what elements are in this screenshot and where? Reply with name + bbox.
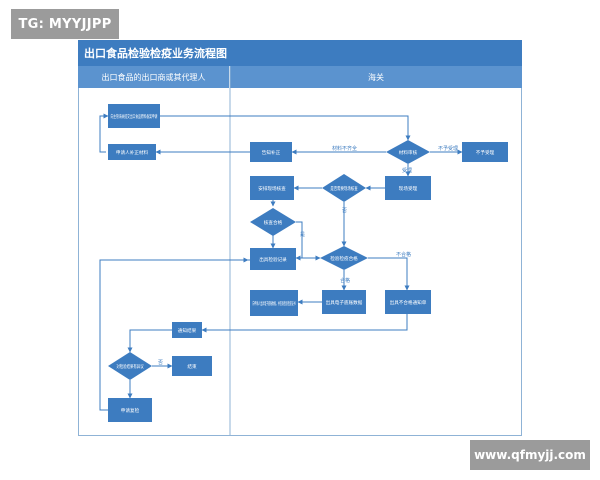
- node-resubmit: [108, 144, 156, 160]
- text-report-record: 出具检验记录: [259, 256, 287, 263]
- node-reject: [462, 142, 508, 162]
- edge-qualified-to-unqualified: [368, 257, 410, 291]
- label-material-incomplete: 材料不齐全: [332, 145, 357, 152]
- node-apply-recheck: [108, 398, 152, 422]
- connectors: [99, 113, 463, 411]
- text-doc-review: 材料审核: [399, 149, 418, 156]
- watermark-bottom-right: www.qfmyjj.com: [470, 440, 590, 470]
- label-not-accept: 不予受理: [438, 145, 458, 152]
- node-notify-result: [172, 322, 202, 338]
- label-yes: 是: [300, 232, 305, 238]
- node-report-record: [250, 248, 296, 270]
- edge-pass-loop: [295, 221, 303, 261]
- node-arrange-check: [250, 176, 294, 200]
- label-unqualified: 不合格: [396, 251, 411, 258]
- node-accept: [385, 176, 431, 200]
- text-notify-result: 通知结果: [178, 327, 197, 334]
- text-apply-recheck: 申请复检: [121, 407, 140, 414]
- label-no-recheck: 否: [158, 360, 163, 366]
- label-no: 否: [342, 208, 347, 214]
- node-notify-correct: [250, 142, 292, 162]
- edge-record-left: [99, 259, 250, 288]
- node-issue-cert: [250, 290, 298, 316]
- text-arrange-check: 安排现场核查: [258, 185, 286, 192]
- edge-notify-to-recheck: [127, 329, 172, 353]
- text-apply-register: 向主管海关提交出口食品原料备案申请: [111, 113, 158, 120]
- node-qualified: [320, 246, 368, 270]
- edge-resubmit-to-apply: [99, 113, 109, 153]
- text-qualified: 检验检疫合格: [330, 255, 358, 262]
- node-check-pass: [250, 208, 296, 236]
- text-e-cert: 出具电子底账数据: [326, 299, 363, 306]
- node-doc-review: [386, 140, 430, 164]
- text-accept: 现场受理: [399, 185, 418, 192]
- text-onsite-check: 是否需要现场核查: [330, 185, 358, 192]
- watermark-top-left: TG: MYYJJPP: [11, 9, 119, 39]
- text-reject: 不予受理: [476, 149, 495, 156]
- node-onsite-check: [322, 174, 366, 202]
- lane-header-customs: 海关: [230, 66, 522, 88]
- text-resubmit: 申请人补正材料: [116, 149, 149, 156]
- edge-unqualified-to-notify: [201, 314, 408, 333]
- text-end: 结束: [187, 363, 197, 370]
- node-unqualified-notice: [385, 290, 431, 314]
- node-end: [172, 356, 212, 376]
- text-unqualified-notice: 出具不合格通知单: [390, 299, 427, 306]
- node-apply-register: [108, 104, 160, 128]
- text-need-recheck: 对检验结果有异议: [116, 363, 144, 370]
- label-qualified: 合格: [340, 277, 350, 284]
- edge-apply-recheck-loop: [99, 260, 108, 411]
- node-need-recheck: [108, 352, 152, 380]
- label-accept: 受理: [402, 167, 412, 174]
- diagram-title: 出口食品检验检疫业务流程图: [78, 40, 522, 66]
- node-e-cert: [322, 290, 366, 314]
- text-notify-correct: 告知补正: [262, 149, 281, 156]
- text-check-pass: 核查合格: [264, 219, 283, 226]
- text-issue-cert: 向申请人出具电子底账数据，并签发检验检疫证书: [252, 300, 295, 307]
- edge-apply-to-review: [160, 115, 411, 141]
